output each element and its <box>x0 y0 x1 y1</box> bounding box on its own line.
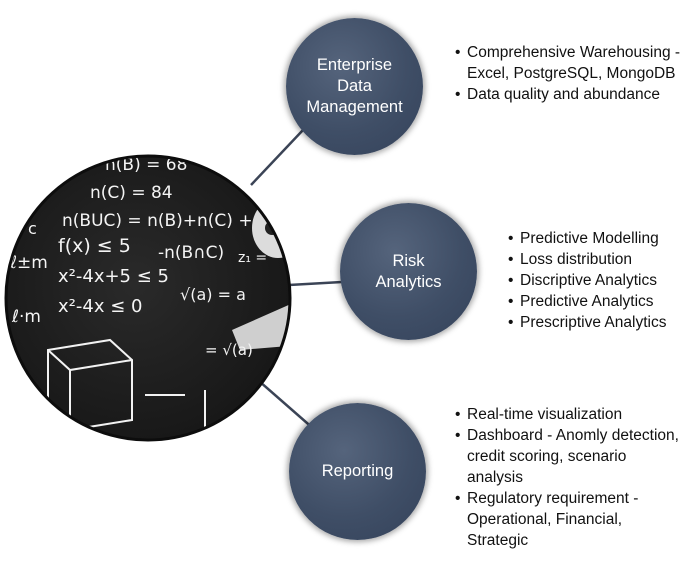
chalk-formula: ℓ±m <box>9 253 48 273</box>
bullet-list-reporting: Real-time visualization Dashboard - Anom… <box>455 404 680 551</box>
bullet-list-enterprise-data-management: Comprehensive Warehousing -Excel, Postgr… <box>455 42 685 105</box>
chalk-formula: -n(B∩C) <box>158 243 224 263</box>
bullet-item: Dashboard - Anomly detection, credit sco… <box>455 425 680 488</box>
bullet-list-risk-analytics: Predictive Modelling Loss distribution D… <box>508 228 683 333</box>
connector-risk <box>288 280 343 287</box>
bullet-item: Regulatory requirement - Operational, Fi… <box>455 488 680 551</box>
chalk-formula: n(BUC) = n(B)+n(C) + <box>62 211 253 231</box>
chalk-formula: x²-4x+5 ≤ 5 <box>58 266 169 287</box>
bullet-item: Predictive Analytics <box>508 291 683 312</box>
chalkboard-rim <box>4 154 292 442</box>
chalk-formula: n(B) = 68 <box>105 155 187 175</box>
bullet-item: Comprehensive Warehousing -Excel, Postgr… <box>455 42 685 84</box>
chalk-formula: f(x) ≤ 5 <box>58 235 131 257</box>
bullet-item: Loss distribution <box>508 249 683 270</box>
node-label: Risk Analytics <box>375 251 442 291</box>
chalk-formula: z₁ = <box>238 250 267 266</box>
robot-head <box>252 198 290 258</box>
bullet-item: Prescriptive Analytics <box>508 312 683 333</box>
node-reporting: Reporting <box>289 403 426 540</box>
node-enterprise-data-management: Enterprise Data Management <box>286 18 423 155</box>
chalk-formula: = √(a) <box>205 341 253 359</box>
node-label: Reporting <box>321 462 394 480</box>
node-risk-analytics: Risk Analytics <box>340 203 477 340</box>
chalk-formula: √(a) = a <box>180 285 246 304</box>
chalk-formula: n(C) = 84 <box>90 183 173 203</box>
chalk-formula: c <box>28 219 37 238</box>
bullet-item: Real-time visualization <box>455 404 680 425</box>
chalkboard-image: n(B) = 68 n(C) = 84 n(BUC) = n(B)+n(C) + f(… <box>6 155 290 440</box>
chalk-formula: x²-4x ≤ 0 <box>58 296 142 317</box>
connector-edm <box>250 129 304 186</box>
bullet-item: Predictive Modelling <box>508 228 683 249</box>
chalk-formula: ℓ·m <box>11 307 41 327</box>
node-label: Enterprise Data Management <box>306 56 403 116</box>
bullet-item: Data quality and abundance <box>455 84 685 105</box>
bullet-item: Discriptive Analytics <box>508 270 683 291</box>
